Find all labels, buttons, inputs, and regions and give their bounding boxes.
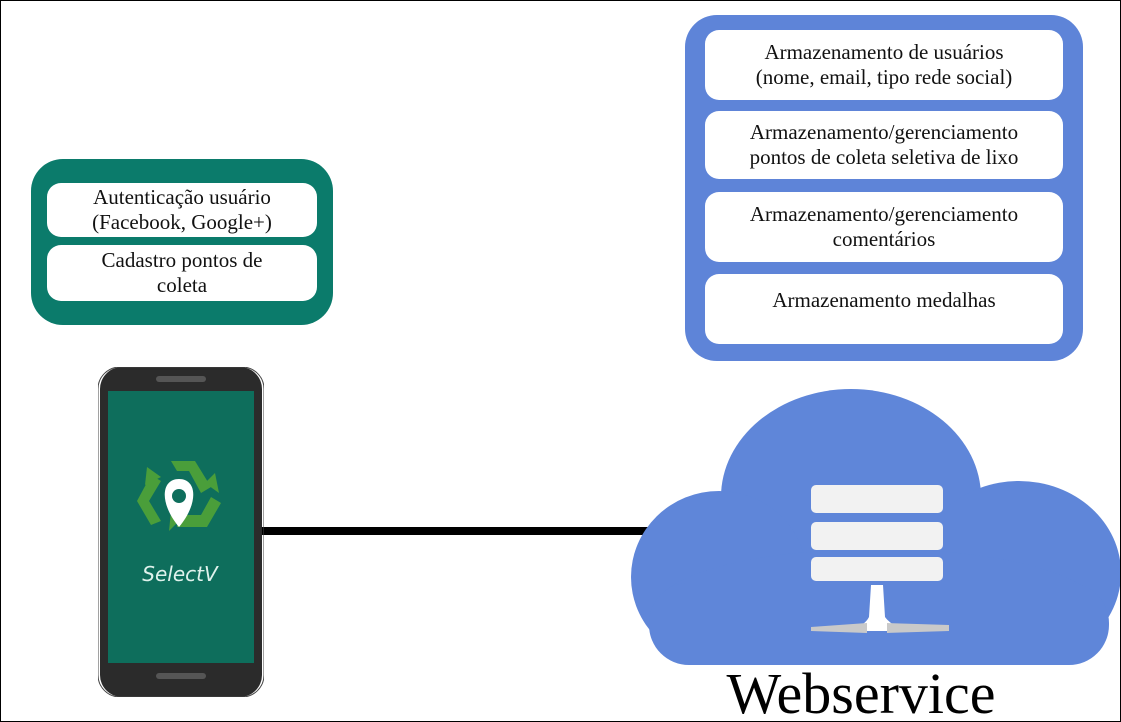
collection-points-storage-box: Armazenamento/gerenciamento pontos de co… <box>705 111 1063 179</box>
server-stack-icon <box>811 485 949 633</box>
bottom-speaker <box>156 673 206 679</box>
cloud-webservice <box>631 389 1120 665</box>
server-features-panel: Armazenamento de usuários (nome, email, … <box>685 15 1083 361</box>
medals-storage-box: Armazenamento medalhas <box>705 274 1063 344</box>
speaker-grille <box>156 376 206 382</box>
connection-line <box>261 527 661 535</box>
recycle-location-icon <box>137 461 221 531</box>
app-features-panel: Autenticação usuário (Facebook, Google+)… <box>31 159 333 325</box>
smartphone: SelectV <box>98 367 264 697</box>
webservice-label: Webservice <box>726 661 996 722</box>
user-storage-box: Armazenamento de usuários (nome, email, … <box>705 30 1063 100</box>
register-points-feature-box: Cadastro pontos de coleta <box>47 245 317 301</box>
auth-feature-box: Autenticação usuário (Facebook, Google+) <box>47 183 317 237</box>
comments-storage-box: Armazenamento/gerenciamento comentários <box>705 192 1063 262</box>
app-name-label: SelectV <box>142 562 219 586</box>
